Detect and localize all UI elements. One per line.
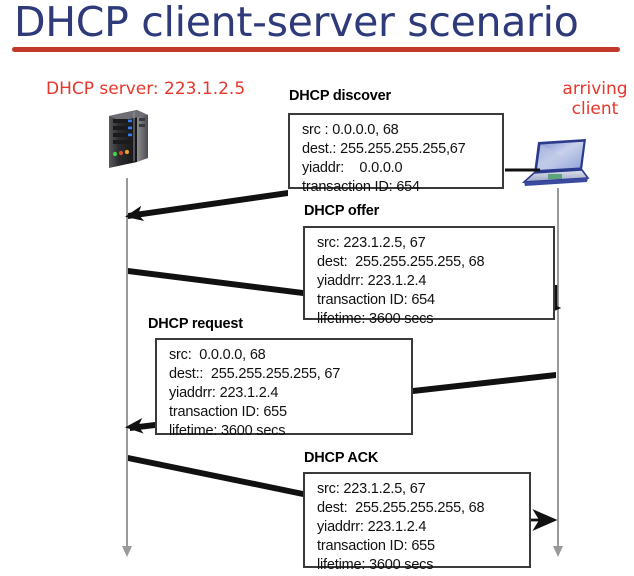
server-tower-icon [101, 106, 153, 168]
message-title-discover: DHCP discover [289, 88, 391, 104]
server-label: DHCP server: 223.1.2.5 [46, 79, 246, 99]
client-timeline-arrowhead [553, 546, 563, 557]
message-box-request: src: 0.0.0.0, 68 dest:: 255.255.255.255,… [155, 338, 413, 439]
arrow-ack [128, 455, 303, 497]
message-line: src: 223.1.2.5, 67 [317, 481, 426, 497]
message-line: yiaddrr: 223.1.2.4 [317, 273, 427, 289]
message-line: lifetime: 3600 secs [317, 311, 434, 327]
arrow-request-to-server [130, 422, 155, 431]
client-label: arriving client [562, 79, 628, 119]
message-line: dest: 255.255.255.255, 68 [317, 500, 485, 516]
message-line: dest.: 255.255.255.255,67 [302, 141, 466, 157]
message-line: lifetime: 3600 secs [317, 557, 434, 573]
page-title: DHCP client-server scenario [14, 0, 579, 46]
message-line: transaction ID: 654 [302, 179, 420, 195]
message-line: transaction ID: 655 [169, 404, 287, 420]
message-title-request: DHCP request [148, 316, 243, 332]
title-block: DHCP client-server scenario [0, 0, 634, 58]
title-underline-rule [12, 47, 620, 52]
message-box-discover: src : 0.0.0.0, 68 dest.: 255.255.255.255… [288, 113, 504, 195]
arrow-discover [128, 190, 288, 219]
message-line: transaction ID: 655 [317, 538, 435, 554]
message-line: transaction ID: 654 [317, 292, 435, 308]
message-line: lifetime: 3600 secs [169, 423, 286, 439]
message-line: src : 0.0.0.0, 68 [302, 122, 399, 138]
arrow-request [413, 372, 556, 394]
message-line: src: 223.1.2.5, 67 [317, 235, 426, 251]
message-title-ack: DHCP ACK [304, 450, 379, 466]
laptop-icon [516, 137, 590, 191]
message-line: yiaddrr: 223.1.2.4 [169, 385, 279, 401]
message-box-offer: src: 223.1.2.5, 67 dest: 255.255.255.255… [303, 226, 555, 327]
message-line: dest:: 255.255.255.255, 67 [169, 366, 341, 382]
server-timeline-arrowhead [122, 546, 132, 557]
message-line: dest: 255.255.255.255, 68 [317, 254, 485, 270]
message-line: src: 0.0.0.0, 68 [169, 347, 266, 363]
arrow-offer [128, 268, 303, 296]
message-box-ack: src: 223.1.2.5, 67 dest: 255.255.255.255… [303, 472, 531, 573]
server-timeline [126, 178, 128, 548]
message-title-offer: DHCP offer [304, 203, 380, 219]
message-line: yiaddrr: 223.1.2.4 [317, 519, 427, 535]
message-line: yiaddr: 0.0.0.0 [302, 160, 403, 176]
client-timeline [557, 188, 559, 548]
